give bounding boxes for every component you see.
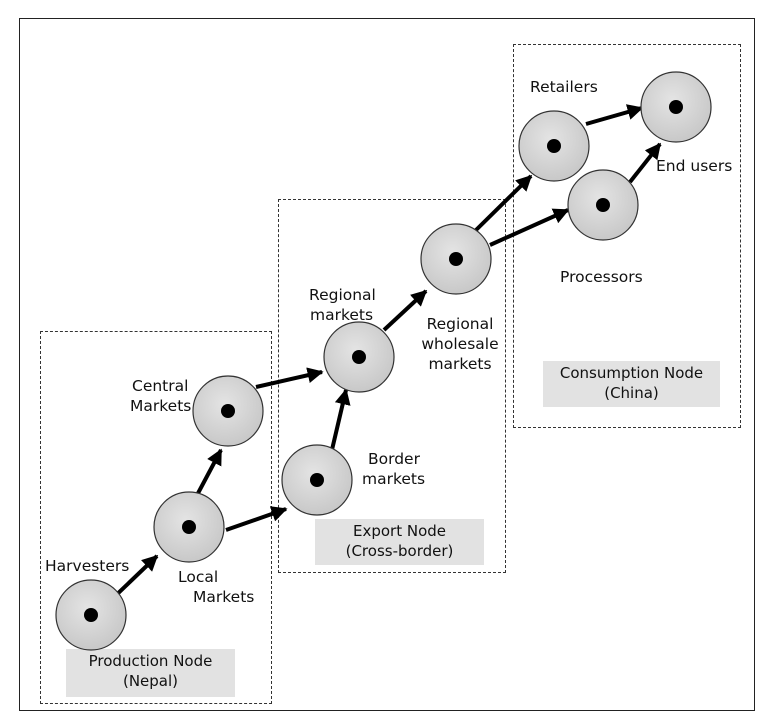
arrow-processors-to-endusers — [628, 142, 662, 184]
arrow-central-to-regional — [255, 367, 324, 389]
label-local-markets-line1: Local — [178, 568, 219, 586]
label-central-markets: Central Markets — [130, 376, 191, 416]
export-node-title: Export Node — [352, 522, 447, 540]
dot-end-users — [669, 100, 683, 114]
consumption-node-country: (China) — [604, 384, 659, 402]
export-node-label: Export Node (Cross-border) — [315, 519, 484, 565]
label-processors: Processors — [560, 268, 643, 286]
dot-central-markets — [221, 404, 235, 418]
export-node-region — [278, 199, 506, 573]
consumption-node-label: Consumption Node (China) — [543, 361, 720, 407]
export-node-subtitle: (Cross-border) — [345, 542, 454, 560]
arrow-border-to-regional — [329, 388, 351, 455]
label-retailers: Retailers — [530, 78, 598, 96]
label-local-markets: Local Markets — [178, 567, 254, 607]
dot-processors — [596, 198, 610, 212]
dot-retailers — [547, 139, 561, 153]
label-border-markets: Border markets — [362, 449, 425, 489]
production-node-label: Production Node (Nepal) — [66, 649, 235, 697]
label-regional-markets-line2: markets — [310, 306, 374, 324]
label-local-markets-line2: Markets — [193, 588, 255, 606]
label-regional-wholesale-markets: Regional wholesale markets — [412, 314, 508, 374]
dot-regional-wholesale — [449, 252, 463, 266]
label-regional-wholesale-line1: Regional — [426, 315, 494, 333]
label-regional-wholesale-line2: wholesale — [421, 335, 499, 353]
arrow-regional-to-wholesale — [382, 289, 428, 332]
production-node-country: (Nepal) — [122, 672, 179, 690]
label-regional-markets-line1: Regional — [309, 286, 376, 304]
dot-harvesters — [84, 608, 98, 622]
label-harvesters: Harvesters — [45, 557, 130, 575]
arrow-wholesale-to-retailers — [472, 174, 533, 234]
production-node-title: Production Node — [88, 652, 213, 670]
label-central-markets-line1: Central — [132, 377, 189, 395]
label-border-markets-line1: Border — [368, 450, 420, 468]
dot-regional-markets — [352, 350, 366, 364]
label-central-markets-line2: Markets — [130, 397, 192, 415]
consumption-node-title: Consumption Node — [559, 364, 704, 382]
arrow-local-to-border — [225, 506, 288, 532]
label-end-users: End users — [656, 157, 733, 175]
arrow-retailers-to-endusers — [585, 104, 644, 126]
label-border-markets-line2: markets — [362, 470, 426, 488]
dot-local-markets — [182, 520, 196, 534]
figure-frame — [19, 18, 755, 711]
dot-border-markets — [310, 473, 324, 487]
label-regional-wholesale-line3: markets — [428, 355, 492, 373]
arrow-wholesale-to-processors — [489, 208, 570, 247]
arrow-local-to-central — [194, 448, 223, 498]
label-regional-markets: Regional markets — [309, 285, 376, 325]
